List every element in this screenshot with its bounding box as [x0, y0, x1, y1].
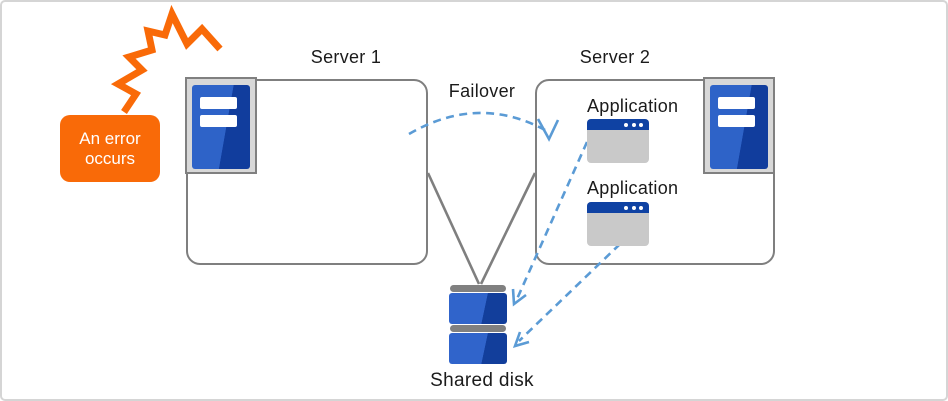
shared-disk-icon [449, 285, 507, 365]
server-icon [185, 77, 257, 174]
titlebar-dot [639, 205, 643, 210]
application-window-icon [587, 119, 649, 163]
application-titlebar [587, 119, 649, 130]
application1-label: Application [587, 96, 679, 116]
titlebar-dot [631, 205, 636, 210]
server-slot [200, 115, 237, 127]
disk-platter [449, 333, 507, 364]
server-face [710, 85, 768, 169]
titlebar-dot [631, 122, 636, 127]
server2-label: Server 2 [579, 47, 651, 67]
error-callout: An error occurs [60, 115, 160, 182]
server-icon [703, 77, 775, 174]
server1-label: Server 1 [310, 47, 382, 67]
server1-disk-link [426, 172, 481, 285]
server-slot [718, 115, 755, 127]
disk-cap [450, 285, 506, 292]
disk-platter [449, 293, 507, 324]
application-window-icon [587, 202, 649, 246]
titlebar-dot [639, 122, 643, 127]
server-face [192, 85, 250, 169]
application2-label: Application [587, 178, 679, 198]
error-callout-line2: occurs [84, 148, 136, 168]
failover-arrow [408, 111, 546, 136]
error-callout-line1: An error [79, 128, 141, 148]
titlebar-dot [624, 122, 628, 127]
server-slot [200, 97, 237, 109]
failover-label: Failover [448, 81, 516, 101]
shared-disk-label: Shared disk [430, 370, 534, 391]
disk-cap [450, 325, 506, 332]
app1-disk-arrowhead [511, 288, 527, 307]
app2-disk-arrowhead [512, 331, 530, 348]
application-titlebar [587, 202, 649, 213]
server2-disk-link [479, 172, 537, 285]
server-slot [718, 97, 755, 109]
titlebar-dot [624, 205, 628, 210]
